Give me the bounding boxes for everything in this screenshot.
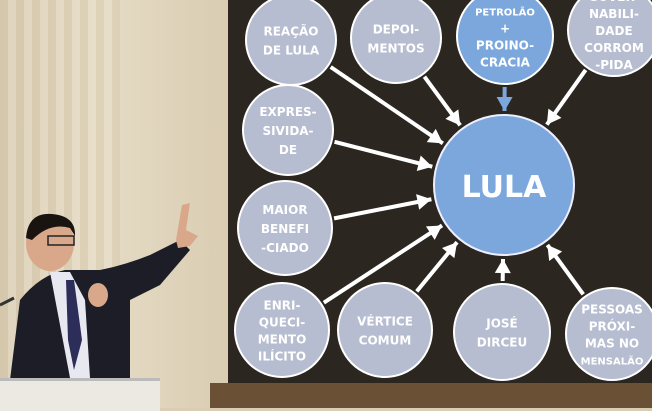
node-label-line: DE LULA xyxy=(263,44,320,58)
node-label-line: BENEFI xyxy=(261,222,309,236)
node-label-line: ILÍCITO xyxy=(258,349,306,364)
node-dirceu: JOSÉ DIRCEU xyxy=(454,284,550,380)
node-circle xyxy=(246,0,336,85)
node-label-line: CRACIA xyxy=(480,56,531,70)
node-label-line: MENTO xyxy=(258,333,307,347)
node-maior: MAIOR BENEFI -CIADO xyxy=(238,181,332,275)
node-label-line: VÉRTICE xyxy=(357,314,413,329)
node-label-line: MAS NO xyxy=(585,337,639,351)
node-label-line: PETROLÃO xyxy=(475,6,535,19)
node-label-line: MAIOR xyxy=(262,203,307,217)
node-label-line: CORROM xyxy=(584,41,644,55)
center-node: LULA xyxy=(434,115,574,255)
node-label-line: PROINO- xyxy=(476,39,534,53)
node-label-line: PRÓXI- xyxy=(589,319,636,334)
node-label-line: SIVIDA- xyxy=(262,124,313,138)
node-expressividade: EXPRES- SIVIDA- DE xyxy=(243,85,333,175)
node-label-line: PESSOAS xyxy=(581,303,643,317)
node-circle xyxy=(338,283,432,377)
node-label-line: ENRI- xyxy=(264,299,301,313)
node-label-line: DADE xyxy=(595,24,632,38)
node-label-line: MENTOS xyxy=(367,42,424,56)
node-label-line: NABILI- xyxy=(589,7,639,21)
node-label-line: DEPOI- xyxy=(373,23,420,37)
node-enriquecimento: ENRI- QUECI- MENTO ILÍCITO xyxy=(235,283,329,377)
node-label-line: DE xyxy=(279,143,297,157)
node-label-line: -CIADO xyxy=(261,241,309,255)
node-label-line: COMUM xyxy=(359,334,412,348)
node-vertice: VÉRTICE COMUM xyxy=(338,283,432,377)
node-label-line: EXPRES- xyxy=(259,105,316,119)
node-reacao: REAÇÃO DE LULA xyxy=(246,0,336,85)
node-label-line: + xyxy=(500,22,510,36)
node-label-line: JOSÉ xyxy=(485,316,518,331)
node-label-line: REAÇÃO xyxy=(263,24,318,39)
podium xyxy=(0,378,160,411)
presenter xyxy=(0,203,198,380)
node-label-line: DIRCEU xyxy=(477,336,527,350)
node-label-line: MENSALÃO xyxy=(581,355,644,368)
node-pessoas: PESSOAS PRÓXI- MAS NO MENSALÃO xyxy=(566,288,652,380)
node-depoimentos: DEPOI- MENTOS xyxy=(351,0,441,83)
node-circle xyxy=(454,284,550,380)
node-label-line: QUECI- xyxy=(259,316,305,330)
node-label-line: GOVER- xyxy=(588,0,639,4)
node-petrolao: PETROLÃO + PROINO- CRACIA xyxy=(457,0,553,84)
node-label-line: -PIDA xyxy=(595,58,633,72)
center-label: LULA xyxy=(462,170,548,205)
screen-base xyxy=(210,383,652,408)
